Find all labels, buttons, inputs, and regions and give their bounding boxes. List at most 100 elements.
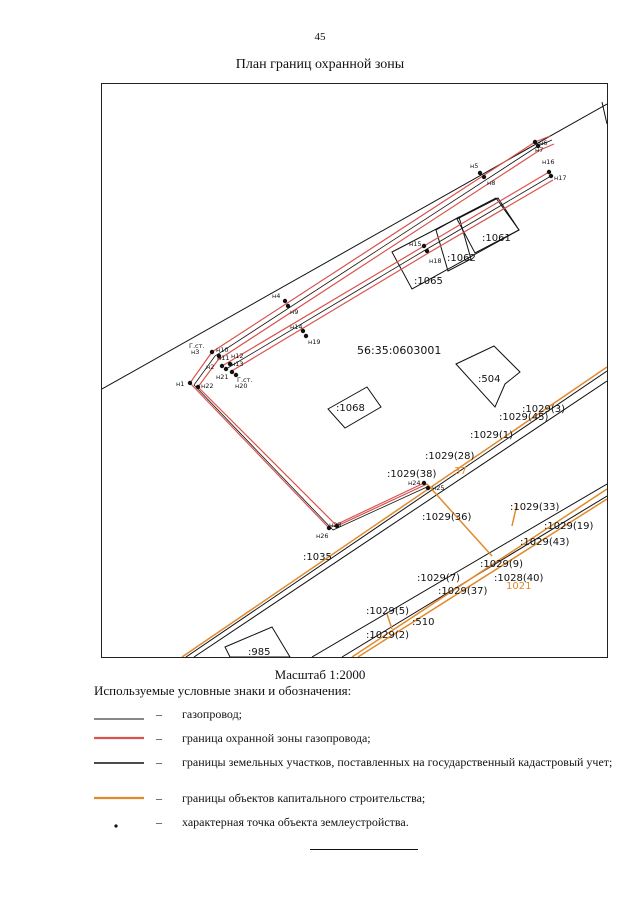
point-n12 (227, 361, 233, 367)
building-line-1 (181, 366, 607, 657)
parcel-labels: 56:35:0603001 :1061 :1062 :1065 :504 :10… (248, 233, 593, 657)
label-n26: н26 (316, 532, 329, 540)
building-symbol (94, 796, 144, 800)
land-parcel-symbol (94, 762, 144, 764)
label-gst2: Г.ст. (237, 376, 252, 384)
label-n17: н17 (554, 174, 567, 182)
label-n3: н3 (191, 348, 199, 356)
label-n13: н13 (231, 360, 244, 368)
label-n23: н23 (329, 521, 342, 529)
parcel-1061 (456, 197, 520, 254)
label-n16: н16 (542, 158, 555, 166)
zone-lower-inner (229, 179, 554, 373)
zone-diagonal-inner (197, 386, 428, 527)
label-1029-38: :1029(38) (387, 469, 436, 480)
point-n26 (326, 525, 332, 531)
point-n1 (187, 380, 193, 386)
zone-diagonal-lower (328, 482, 425, 529)
building-line-2 (351, 488, 607, 657)
label-1061: :1061 (482, 233, 511, 244)
point-n15 (421, 243, 427, 249)
street-boundary-line (102, 103, 607, 390)
point-n11 (223, 366, 229, 372)
label-n21: н21 (216, 373, 229, 381)
zone-diagonal-outer (189, 382, 330, 529)
label-1029-9: :1029(9) (480, 559, 523, 570)
point-n22 (195, 384, 201, 390)
label-n8: н8 (487, 179, 495, 187)
point-n8 (481, 174, 487, 180)
map-frame: н1 н22 н3 Г.ст. н10 н2 н11 н12 н13 н21 Г… (101, 83, 608, 658)
point-n2 (219, 363, 225, 369)
label-n12: н12 (231, 352, 244, 360)
legend-text: границы земельных участков, поставленных… (182, 755, 613, 769)
building-line-4 (426, 483, 493, 557)
point-n17 (548, 173, 554, 179)
label-n11: н11 (217, 354, 230, 362)
label-1029-1: :1029(1) (470, 430, 513, 441)
label-1029-7: :1029(7) (417, 573, 460, 584)
building-line-5 (511, 503, 518, 527)
zone-upper-outer (189, 135, 551, 384)
point-n6 (532, 139, 538, 145)
label-1029-45: :1029(45) (499, 412, 548, 423)
zone-lower-outer (221, 171, 550, 367)
label-1029-19: :1029(19) (544, 521, 593, 532)
point-n24 (421, 480, 427, 486)
legend-dash: – (156, 815, 162, 829)
label-1065: :1065 (414, 276, 443, 287)
label-1029-3: :1029(3) (522, 404, 565, 415)
parcel-1062-split (435, 216, 472, 272)
label-n15: н15 (409, 240, 422, 248)
label-1029-37a: 37 (454, 466, 467, 477)
label-n1: н1 (176, 380, 184, 388)
label-n7: н7 (535, 146, 543, 154)
label-n5: н5 (470, 162, 478, 170)
parcel-504 (455, 345, 521, 408)
road-edge-1 (185, 370, 607, 657)
building-line-6 (386, 613, 393, 630)
point-n16 (546, 169, 552, 175)
point-n19 (303, 333, 309, 339)
point-labels: н1 н22 н3 Г.ст. н10 н2 н11 н12 н13 н21 Г… (176, 139, 567, 540)
point-n5 (477, 170, 483, 176)
signature-line (310, 849, 418, 850)
label-1021: 1021 (506, 581, 531, 592)
label-n6: н6 (539, 139, 547, 147)
label-504: :504 (478, 374, 500, 385)
label-1029-43: :1029(43) (520, 537, 569, 548)
point-n14 (300, 328, 306, 334)
legend-dash: – (156, 707, 162, 721)
legend-text: газопровод; (182, 707, 243, 721)
label-1029-2: :1029(2) (366, 630, 409, 641)
point-n18 (424, 248, 430, 254)
building-line-3 (357, 498, 607, 657)
point-n23 (334, 523, 340, 529)
label-gst1: Г.ст. (189, 342, 204, 350)
building-boundaries (181, 366, 607, 657)
label-1062: :1062 (447, 253, 476, 264)
label-1035: :1035 (303, 552, 332, 563)
label-n24: н24 (408, 479, 421, 487)
legend-dash: – (156, 755, 162, 769)
label-n14: н14 (290, 323, 303, 331)
map-scale: Масштаб 1:2000 (274, 667, 366, 682)
label-1029-28: :1029(28) (425, 451, 474, 462)
point-n10 (216, 353, 222, 359)
label-n25: н25 (432, 484, 445, 492)
label-n4: н4 (272, 292, 280, 300)
gas-pipeline-symbol (94, 718, 144, 720)
label-1029-5: :1029(5) (366, 606, 409, 617)
point-n7 (535, 143, 541, 149)
quarter-label: 56:35:0603001 (357, 344, 441, 357)
gas-pipelines (189, 135, 555, 531)
page-number: 45 (314, 31, 326, 43)
point-n25 (425, 485, 431, 491)
parcel-1068 (327, 386, 382, 429)
road-edge-4 (311, 483, 607, 657)
label-n18: н18 (429, 257, 442, 265)
legend-text: характерная точка объекта землеустройств… (182, 815, 409, 829)
road-edge-2 (193, 380, 607, 657)
legend-text: границы объектов капитального строительс… (182, 791, 426, 805)
protection-zone-symbol (94, 736, 144, 740)
